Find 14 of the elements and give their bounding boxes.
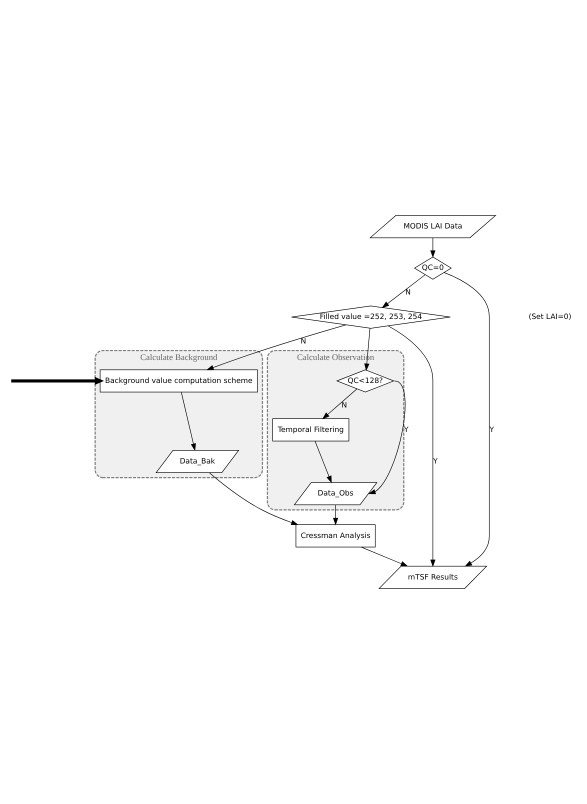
arrow (360, 546, 408, 567)
arrow (322, 388, 358, 420)
arrow (430, 238, 436, 258)
arrow (368, 380, 406, 494)
arrow (11, 376, 104, 385)
arrow (382, 274, 426, 308)
arrow (332, 504, 338, 526)
arrow (181, 392, 196, 451)
arrow (206, 324, 346, 370)
arrow (388, 326, 436, 568)
arrow (314, 440, 332, 484)
arrow (444, 272, 490, 567)
arrow (209, 472, 299, 525)
arrow (364, 328, 370, 371)
